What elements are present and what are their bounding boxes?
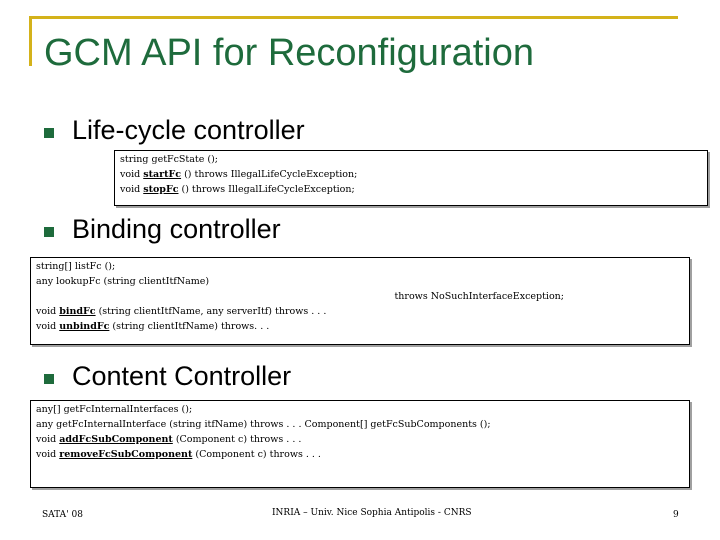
top-rule: [30, 16, 678, 19]
bullet-marker: [44, 374, 54, 384]
code-box-lifecycle: string getFcState (); void startFc () th…: [114, 150, 708, 206]
bullet-marker: [44, 128, 54, 138]
section-heading-content: Content Controller: [72, 361, 292, 391]
code-line: void addFcSubComponent (Component c) thr…: [36, 434, 302, 445]
code-line: any getFcInternalInterface (string itfNa…: [36, 419, 491, 430]
code-line: throws NoSuchInterfaceException;: [394, 291, 564, 302]
code-line: void bindFc (string clientItfName, any s…: [36, 306, 327, 317]
code-line: string getFcState ();: [120, 154, 218, 165]
method-name: stopFc: [143, 184, 179, 195]
method-name: unbindFc: [59, 321, 110, 332]
code-line: any lookupFc (string clientItfName): [36, 276, 210, 287]
method-name: addFcSubComponent: [59, 434, 173, 445]
section-heading-binding: Binding controller: [72, 214, 281, 244]
slide-title: GCM API for Reconfiguration: [44, 32, 534, 74]
code-box-binding: string[] listFc (); any lookupFc (string…: [30, 257, 690, 345]
method-name: startFc: [143, 169, 182, 180]
code-line: void unbindFc (string clientItfName) thr…: [36, 321, 270, 332]
method-name: removeFcSubComponent: [59, 449, 193, 460]
section-heading-lifecycle: Life-cycle controller: [72, 115, 305, 145]
method-name: bindFc: [59, 306, 96, 317]
bullet-marker: [44, 227, 54, 237]
footer-center: INRIA – Univ. Nice Sophia Antipolis - CN…: [272, 508, 472, 518]
code-line: void removeFcSubComponent (Component c) …: [36, 449, 321, 460]
code-line: void stopFc () throws IllegalLifeCycleEx…: [120, 184, 355, 195]
code-line: any[] getFcInternalInterfaces ();: [36, 404, 193, 415]
code-line: void startFc () throws IllegalLifeCycleE…: [120, 169, 358, 180]
footer-left: SATA' 08: [42, 510, 83, 520]
code-line: string[] listFc ();: [36, 261, 116, 272]
page-number: 9: [673, 510, 679, 520]
code-box-content: any[] getFcInternalInterfaces (); any ge…: [30, 400, 690, 488]
left-rule: [29, 16, 32, 66]
